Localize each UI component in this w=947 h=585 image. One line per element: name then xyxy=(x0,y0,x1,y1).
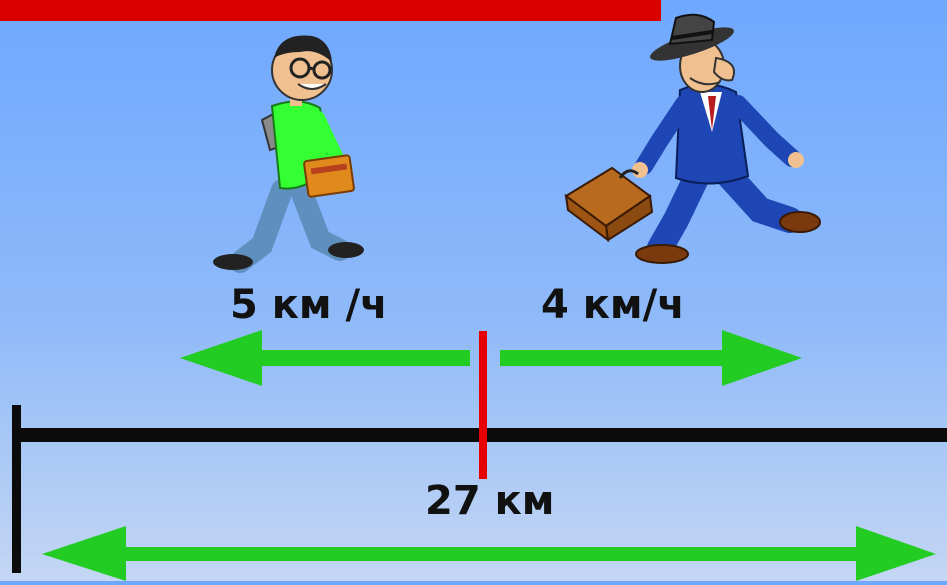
right-speed-arrow xyxy=(500,330,802,386)
title-banner xyxy=(0,0,661,21)
student-figure xyxy=(213,35,364,273)
distance-arrow xyxy=(42,526,936,581)
right-speed-label: 4 км/ч xyxy=(541,282,685,328)
meeting-point-mark xyxy=(479,331,487,479)
road-start-tick xyxy=(12,405,21,573)
left-speed-label: 5 км /ч xyxy=(230,282,388,328)
businessman-figure xyxy=(564,13,821,264)
distance-label: 27 км xyxy=(425,478,555,524)
left-speed-arrow xyxy=(180,330,470,386)
